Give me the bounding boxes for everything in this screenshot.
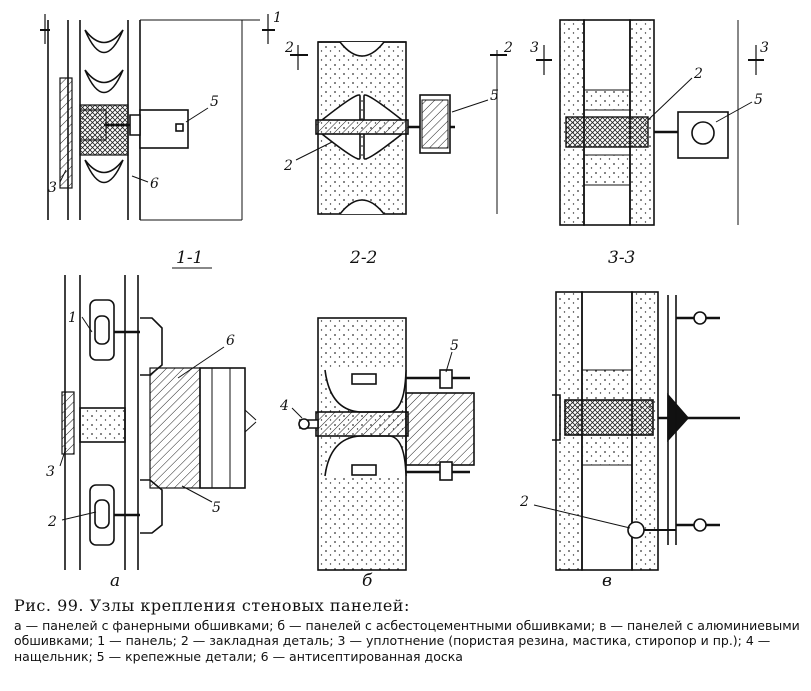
variant-label-b: б: [362, 571, 373, 591]
callout-number: 3: [48, 180, 57, 196]
technical-drawing: 1-1 2-2 3-3 а б в 1 2 2 3 3 5 6 3 5 2 2 …: [40, 10, 769, 591]
caption-legend: а — панелей с фанерными обшивками; б — п…: [14, 617, 800, 664]
detail-v-top: [536, 19, 764, 226]
section-label-3-3: 3-3: [608, 248, 635, 268]
callout-number: 5: [450, 338, 459, 354]
callout-number: 2: [693, 66, 703, 82]
leader-lines: [59, 77, 753, 529]
callout-number: 3: [760, 40, 769, 56]
figure-caption: Рис. 99. Узлы крепления стеновых панелей…: [14, 598, 804, 664]
callout-number: 5: [754, 92, 763, 108]
callout-number: 2: [503, 40, 513, 56]
callout-number: 2: [47, 514, 57, 530]
callout-number: 6: [150, 176, 159, 192]
callout-number: 3: [530, 40, 539, 56]
callout-number: 1: [273, 10, 282, 26]
callout-number: 5: [212, 500, 221, 516]
detail-a-top: [40, 14, 275, 221]
callout-number: 1: [68, 310, 77, 326]
detail-b-top: [290, 41, 507, 215]
section-label-1-1: 1-1: [176, 248, 203, 268]
variant-label-a: а: [110, 571, 120, 591]
caption-title: Рис. 99. Узлы крепления стеновых панелей…: [14, 596, 410, 615]
section-label-2-2: 2-2: [349, 248, 377, 268]
callout-number: 2: [519, 494, 529, 510]
detail-v-section: [552, 291, 740, 571]
callout-number: 5: [210, 94, 219, 110]
detail-b-section: [298, 317, 475, 571]
callout-number: 2: [284, 40, 294, 56]
callout-number: 4: [279, 398, 289, 414]
callout-number: 6: [226, 333, 235, 349]
detail-a-section: [61, 275, 257, 570]
callout-number: 2: [283, 158, 293, 174]
callout-number: 5: [490, 88, 499, 104]
variant-label-v: в: [602, 571, 612, 591]
callout-number: 3: [46, 464, 55, 480]
